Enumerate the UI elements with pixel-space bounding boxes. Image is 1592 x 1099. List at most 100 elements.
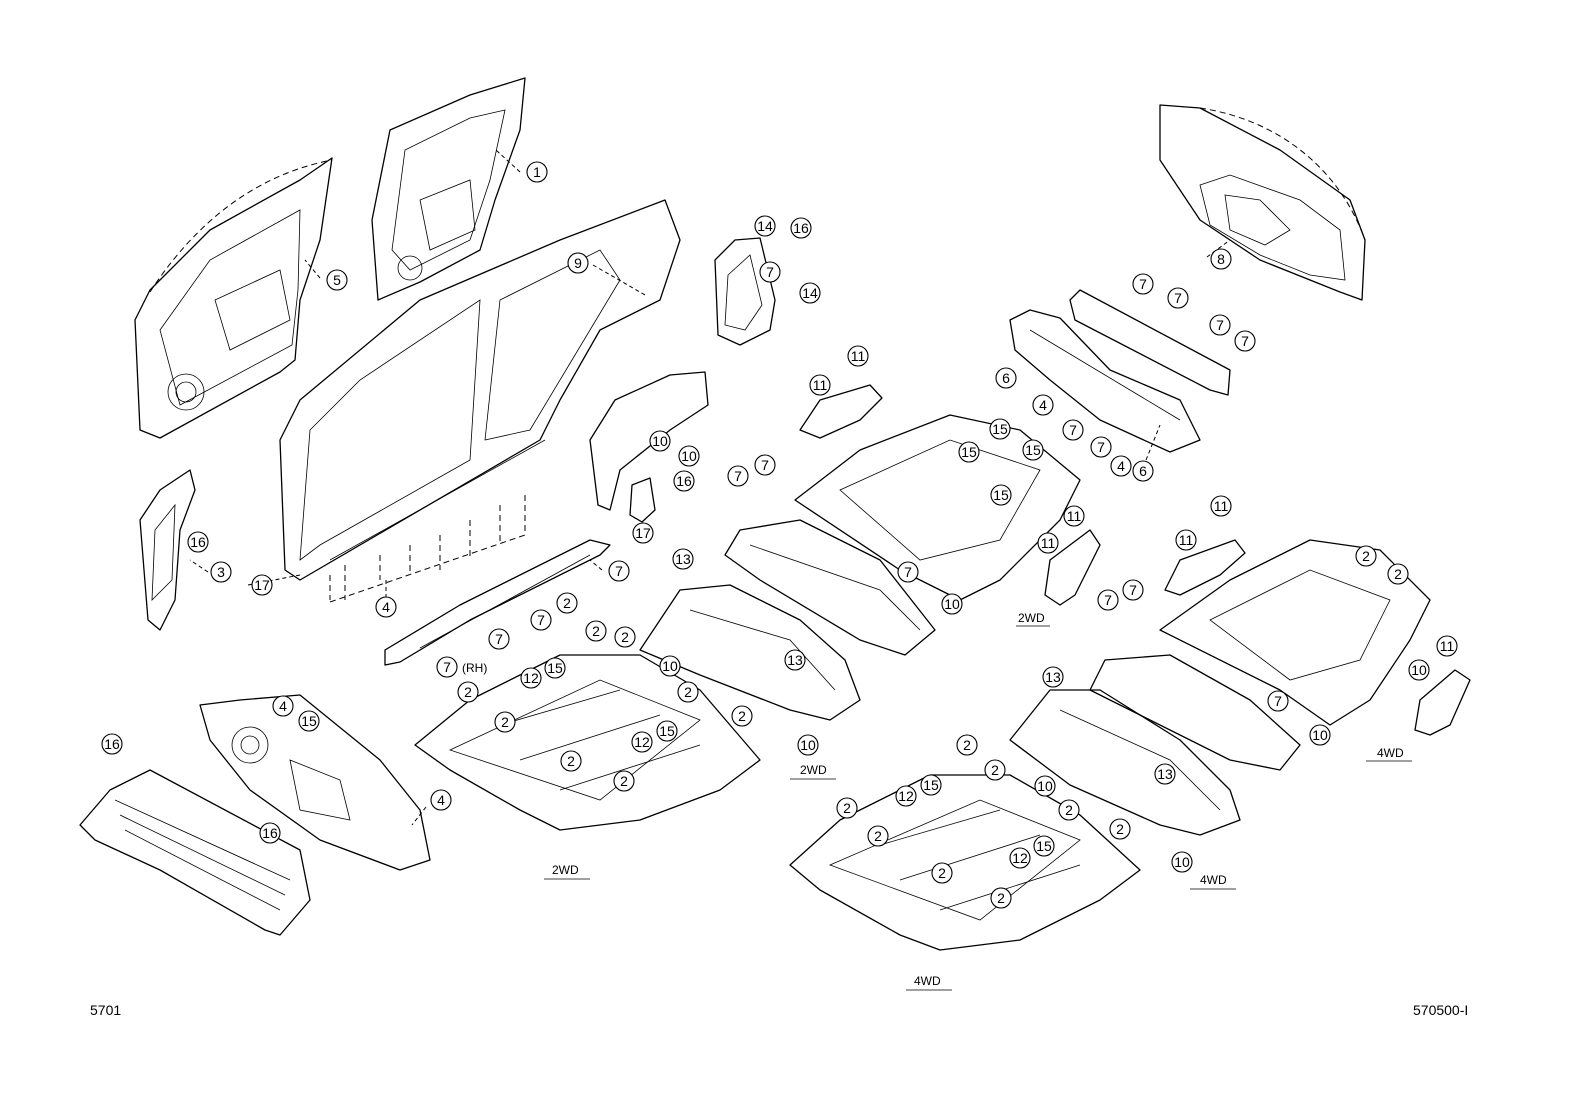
svg-text:7: 7 — [495, 631, 503, 647]
callout-2: 2 — [614, 626, 636, 648]
svg-text:4: 4 — [382, 599, 390, 615]
callout-2: 2 — [585, 620, 607, 642]
callout-4: 4 — [1032, 394, 1054, 416]
svg-text:15: 15 — [1036, 838, 1052, 854]
svg-text:16: 16 — [676, 473, 692, 489]
callout-13: 13 — [1042, 666, 1064, 688]
front-pillar-panel — [139, 469, 196, 631]
callout-6: 6 — [1132, 460, 1154, 482]
svg-text:15: 15 — [961, 444, 977, 460]
svg-text:2: 2 — [997, 890, 1005, 906]
rear-floor-crossmember-2wd — [724, 519, 936, 656]
caption-2wd-rear-crossmember: 2WD — [800, 763, 827, 777]
callout-15: 15 — [958, 441, 980, 463]
callout-2: 2 — [731, 705, 753, 727]
svg-text:10: 10 — [652, 433, 668, 449]
callout-10: 10 — [649, 430, 671, 452]
svg-text:11: 11 — [851, 348, 866, 364]
svg-text:11: 11 — [1179, 532, 1194, 548]
callout-11: 11 — [809, 374, 831, 396]
svg-text:15: 15 — [992, 421, 1008, 437]
svg-text:2: 2 — [464, 684, 472, 700]
svg-text:5: 5 — [333, 272, 341, 288]
svg-text:15: 15 — [923, 777, 939, 793]
callout-10: 10 — [797, 734, 819, 756]
svg-text:7: 7 — [1274, 693, 1282, 709]
svg-text:11: 11 — [1041, 535, 1056, 551]
callout-7: 7 — [1090, 436, 1112, 458]
svg-text:6: 6 — [1002, 370, 1010, 386]
svg-text:14: 14 — [802, 285, 818, 301]
svg-text:7: 7 — [615, 563, 623, 579]
callout-2: 2 — [1355, 545, 1377, 567]
caption-4wd-front-floor: 4WD — [914, 974, 941, 988]
callout-2: 2 — [677, 681, 699, 703]
svg-text:4: 4 — [1039, 397, 1047, 413]
svg-text:7: 7 — [1241, 333, 1249, 349]
svg-text:10: 10 — [1174, 854, 1190, 870]
rear-body-panel — [1009, 289, 1231, 453]
callout-7: 7 — [1267, 690, 1289, 712]
rh-note: (RH) — [462, 661, 487, 675]
svg-text:16: 16 — [190, 534, 206, 550]
callout-12: 12 — [895, 785, 917, 807]
callout-2: 2 — [956, 734, 978, 756]
svg-text:13: 13 — [1157, 766, 1173, 782]
svg-text:11: 11 — [1214, 498, 1229, 514]
svg-text:4: 4 — [1117, 458, 1125, 474]
rear-floor-panel-4wd — [1009, 689, 1241, 836]
callout-16: 16 — [101, 733, 123, 755]
caption-4wd-rear-floor: 4WD — [1377, 746, 1404, 760]
front-door-panel — [134, 157, 333, 439]
svg-text:16: 16 — [262, 825, 278, 841]
svg-text:15: 15 — [547, 660, 563, 676]
callout-2: 2 — [836, 797, 858, 819]
callout-11: 11 — [1175, 529, 1197, 551]
caption-2wd-front-floor: 2WD — [552, 863, 579, 877]
callout-7: 7 — [1167, 287, 1189, 309]
callout-11: 11 — [847, 345, 869, 367]
rear-floor-pan-4wd — [1159, 539, 1431, 726]
callout-5: 5 — [326, 269, 348, 291]
callout-4: 4 — [1110, 455, 1132, 477]
callout-7: 7 — [727, 465, 749, 487]
svg-text:15: 15 — [301, 713, 317, 729]
svg-text:11: 11 — [1440, 638, 1455, 654]
rear-floor-crossmember-4wd — [1089, 654, 1301, 771]
svg-text:13: 13 — [1045, 669, 1061, 685]
svg-text:7: 7 — [1097, 439, 1105, 455]
rear-floor-pan-2wd — [794, 414, 1081, 601]
callout-7: 7 — [759, 261, 781, 283]
svg-text:13: 13 — [675, 551, 691, 567]
callout-12: 12 — [631, 731, 653, 753]
callout-10: 10 — [678, 445, 700, 467]
svg-text:7: 7 — [443, 659, 451, 675]
callout-2: 2 — [931, 862, 953, 884]
callout-14: 14 — [799, 282, 821, 304]
svg-text:1: 1 — [533, 164, 541, 180]
callout-15: 15 — [656, 720, 678, 742]
rear-floor-side-member-4wd — [1164, 539, 1471, 736]
callout-16: 16 — [673, 470, 695, 492]
callout-11: 11 — [1037, 532, 1059, 554]
callout-4: 4 — [375, 596, 397, 618]
svg-text:2: 2 — [563, 595, 571, 611]
svg-text:15: 15 — [659, 723, 675, 739]
svg-text:4: 4 — [437, 792, 445, 808]
callout-11: 11 — [1436, 635, 1458, 657]
caption-2wd-rear-floor: 2WD — [1018, 611, 1045, 625]
svg-text:16: 16 — [104, 736, 120, 752]
svg-text:8: 8 — [1217, 251, 1225, 267]
callout-16: 16 — [187, 531, 209, 553]
svg-text:7: 7 — [766, 264, 774, 280]
callout-10: 10 — [941, 593, 963, 615]
callout-9: 9 — [567, 252, 589, 274]
rear-door-panel — [371, 77, 526, 301]
callout-7: 7 — [1062, 419, 1084, 441]
callout-16: 16 — [790, 217, 812, 239]
callout-2: 2 — [1109, 818, 1131, 840]
svg-text:14: 14 — [757, 218, 773, 234]
callout-16: 16 — [259, 822, 281, 844]
svg-text:7: 7 — [734, 468, 742, 484]
